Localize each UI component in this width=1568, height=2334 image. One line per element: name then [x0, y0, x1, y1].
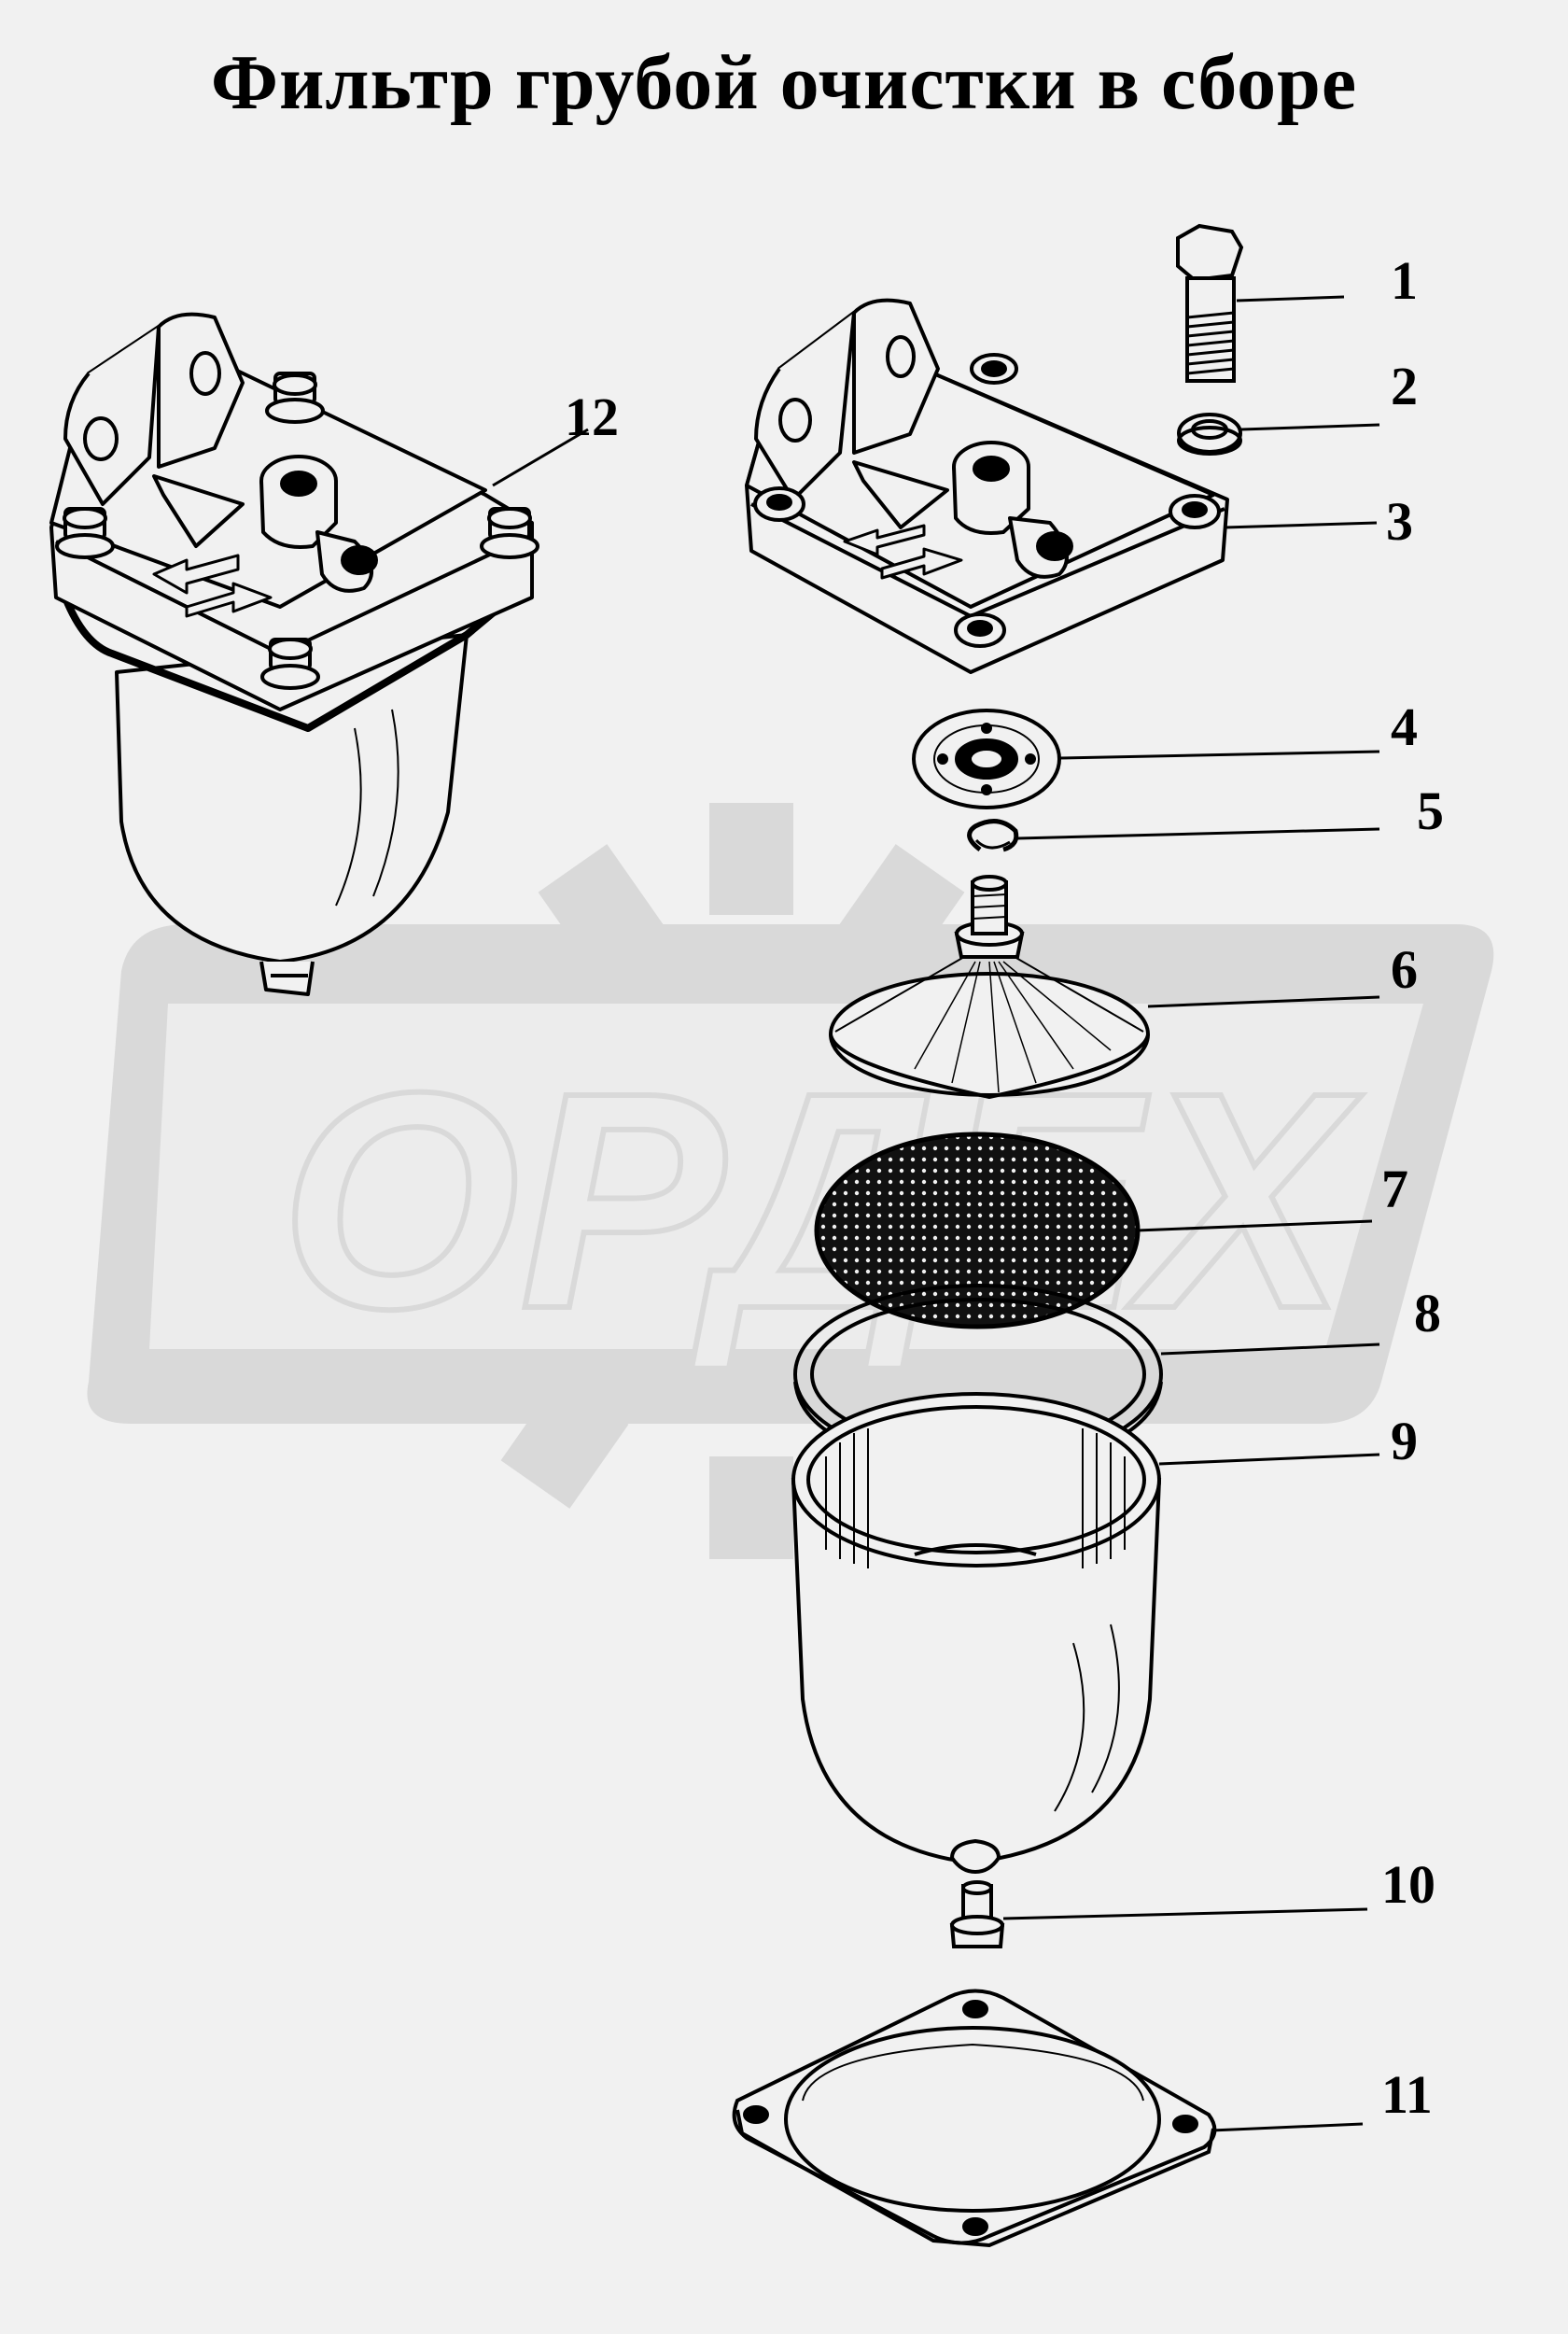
callout-11: 11 — [1381, 2064, 1433, 2125]
callout-9: 9 — [1391, 1411, 1418, 1471]
leader-5 — [1016, 827, 1380, 840]
callout-5: 5 — [1417, 780, 1444, 841]
assembled-filter — [49, 312, 539, 996]
watermark-text: ОРДЕХ — [277, 1025, 1365, 1375]
callout-1: 1 — [1391, 250, 1418, 311]
svg-text:ОРДЕХ: ОРДЕХ — [280, 1028, 1363, 1372]
callout-8: 8 — [1414, 1283, 1441, 1343]
leader-7 — [1136, 1219, 1373, 1232]
distributor-part-6 — [829, 875, 1150, 1100]
snap-ring-part-5 — [967, 819, 1019, 852]
callout-4: 4 — [1391, 696, 1418, 757]
callout-2: 2 — [1391, 356, 1418, 416]
cover-part-3 — [745, 298, 1229, 674]
callout-10: 10 — [1381, 1854, 1435, 1915]
leader-10 — [1002, 1907, 1368, 1920]
bolt-part-1 — [1176, 223, 1244, 383]
leader-8 — [1160, 1343, 1380, 1356]
callout-7: 7 — [1381, 1159, 1408, 1219]
leader-12 — [492, 428, 589, 487]
callout-12: 12 — [565, 387, 619, 447]
leader-4 — [1058, 750, 1380, 760]
leader-3 — [1224, 521, 1378, 529]
spring-washer-part-2 — [1177, 413, 1242, 456]
leader-lines — [492, 295, 1380, 2132]
callout-3: 3 — [1386, 491, 1413, 552]
leader-11 — [1211, 2122, 1364, 2132]
page-title: Фильтр грубой очистки в сборе — [210, 39, 1358, 126]
leader-9 — [1158, 1453, 1380, 1466]
callout-6: 6 — [1391, 939, 1418, 1000]
leader-6 — [1147, 995, 1380, 1008]
bowl-part-9 — [791, 1392, 1162, 1875]
flange-part-11 — [732, 1989, 1217, 2248]
leader-2 — [1240, 423, 1380, 431]
leader-1 — [1236, 295, 1345, 302]
drain-plug-part-10 — [949, 1880, 1005, 1948]
reflector-part-4 — [912, 709, 1061, 809]
